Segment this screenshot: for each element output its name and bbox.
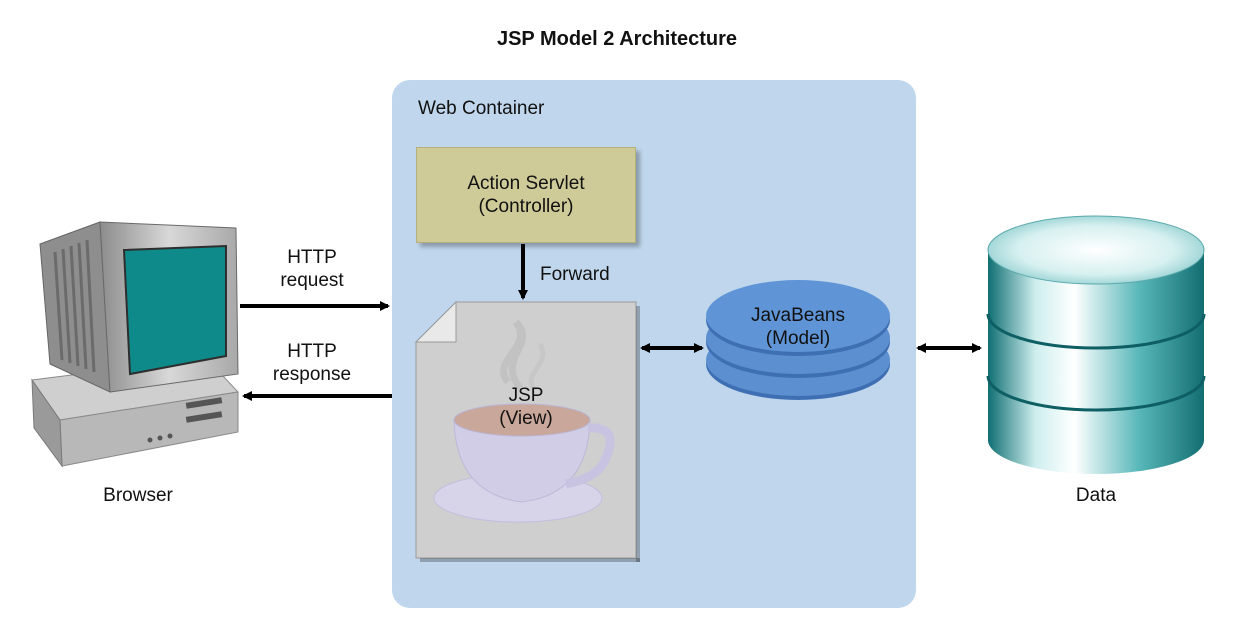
http-request-label: HTTP request bbox=[262, 246, 362, 292]
jsp-view-label: JSP (View) bbox=[466, 384, 586, 430]
controller-label-line2: (Controller) bbox=[478, 196, 574, 217]
bean-stack-icon bbox=[706, 280, 890, 400]
computer-monitor-icon bbox=[31, 221, 240, 468]
data-label: Data bbox=[1075, 485, 1117, 506]
diagram-title: JSP Model 2 Architecture bbox=[496, 28, 738, 50]
view-label-line2: (View) bbox=[499, 408, 553, 429]
action-servlet-box: Action Servlet (Controller) bbox=[416, 147, 636, 243]
http-response-label: HTTP response bbox=[262, 340, 362, 386]
http-request-line1: HTTP bbox=[287, 247, 337, 268]
java-coffee-cup-icon bbox=[433, 319, 615, 523]
controller-label-line1: Action Servlet bbox=[467, 173, 585, 194]
browser-label: Browser bbox=[103, 485, 173, 506]
javabeans-model-label: JavaBeans (Model) bbox=[738, 304, 858, 350]
http-response-line2: response bbox=[272, 364, 352, 385]
model-label-line1: JavaBeans bbox=[750, 305, 845, 326]
forward-label: Forward bbox=[540, 264, 610, 285]
model-label-line2: (Model) bbox=[765, 328, 831, 349]
http-response-line1: HTTP bbox=[287, 341, 337, 362]
web-container-label: Web Container bbox=[418, 98, 545, 119]
http-request-line2: request bbox=[280, 270, 344, 291]
view-label-line1: JSP bbox=[508, 385, 544, 406]
database-cylinder-icon bbox=[986, 215, 1206, 474]
